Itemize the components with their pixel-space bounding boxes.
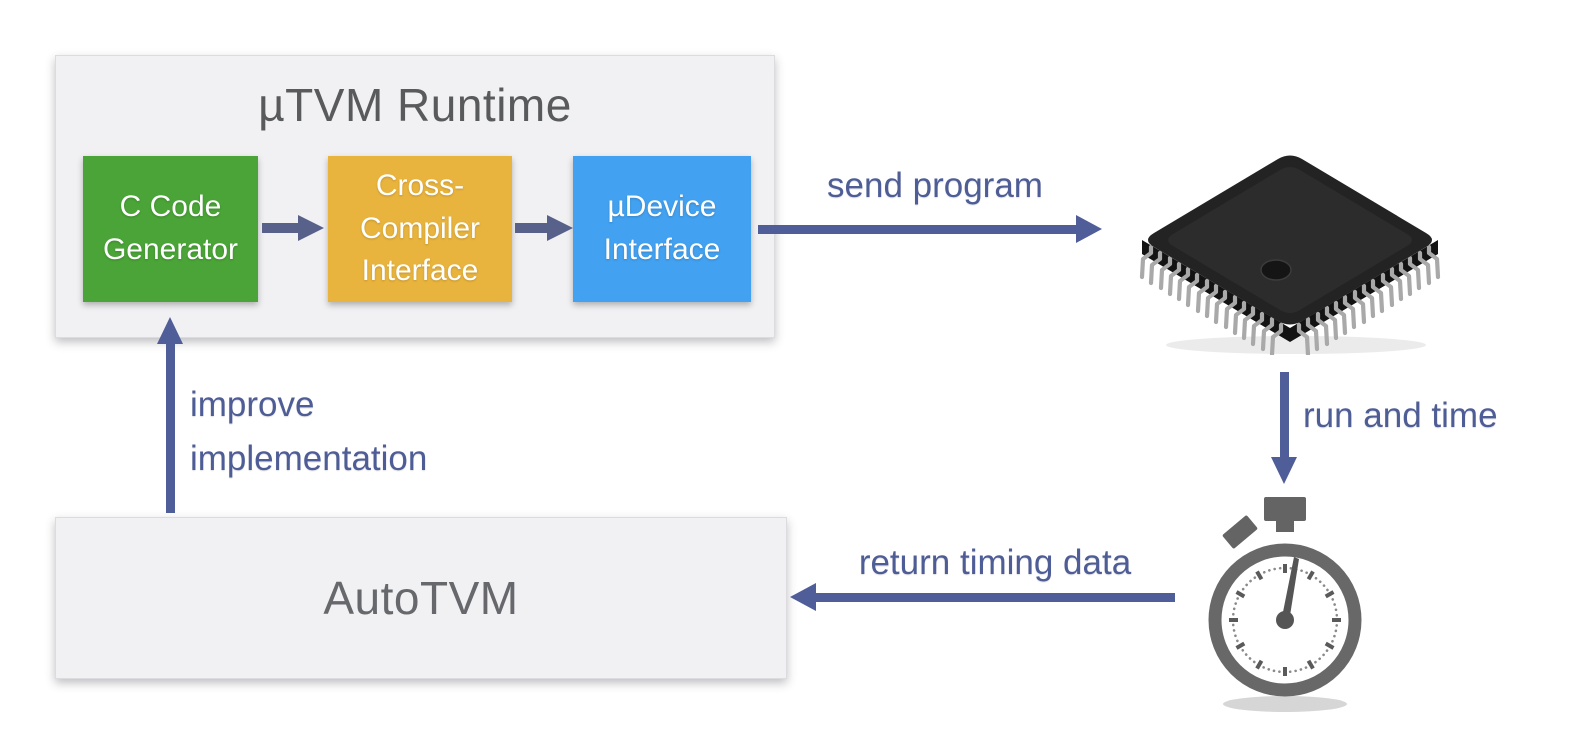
send-program-arrow-icon	[758, 215, 1102, 243]
arrow-head	[790, 583, 816, 611]
block-c-code-generator: C Code Generator	[83, 156, 258, 302]
arrow-bar	[515, 223, 547, 233]
arrow-bar	[1279, 372, 1289, 457]
block-udevice-interface-label: µDevice Interface	[603, 190, 721, 266]
arrow-head	[547, 215, 573, 241]
autotvm-panel: AutoTVM	[55, 517, 787, 679]
arrow-right-icon	[515, 214, 573, 242]
stopwatch-icon	[1190, 492, 1380, 717]
arrow-bar	[165, 344, 175, 513]
return-timing-data-arrow-icon	[790, 583, 1175, 611]
block-cross-compiler-interface: Cross- Compiler Interface	[328, 156, 512, 302]
run-and-time-label: run and time	[1303, 396, 1498, 435]
arrow-bar	[262, 223, 298, 233]
runtime-title: µTVM Runtime	[258, 79, 572, 131]
block-udevice-interface: µDevice Interface	[573, 156, 751, 302]
arrow-bar	[758, 224, 1076, 234]
run-and-time-arrow-icon	[1271, 372, 1297, 484]
return-timing-data-label: return timing data	[858, 543, 1132, 582]
arrow-head	[298, 215, 324, 241]
arrow-right-icon	[262, 214, 324, 242]
autotvm-label: AutoTVM	[323, 572, 519, 624]
arrow-bar	[816, 592, 1175, 602]
arrow-head	[1271, 457, 1297, 484]
block-cross-compiler-interface-label: Cross- Compiler Interface	[359, 168, 481, 288]
send-program-label: send program	[827, 166, 1043, 205]
improve-implementation-arrow-icon	[157, 317, 183, 513]
block-c-code-generator-label: C Code Generator	[102, 190, 239, 266]
arrow-head	[157, 317, 183, 344]
arrow-head	[1076, 215, 1102, 243]
utvm-runtime-panel: µTVM Runtime C Code Generator Cross- Com…	[55, 55, 775, 338]
microcontroller-icon	[1126, 140, 1446, 355]
improve-implementation-label: improve implementation	[190, 385, 428, 479]
